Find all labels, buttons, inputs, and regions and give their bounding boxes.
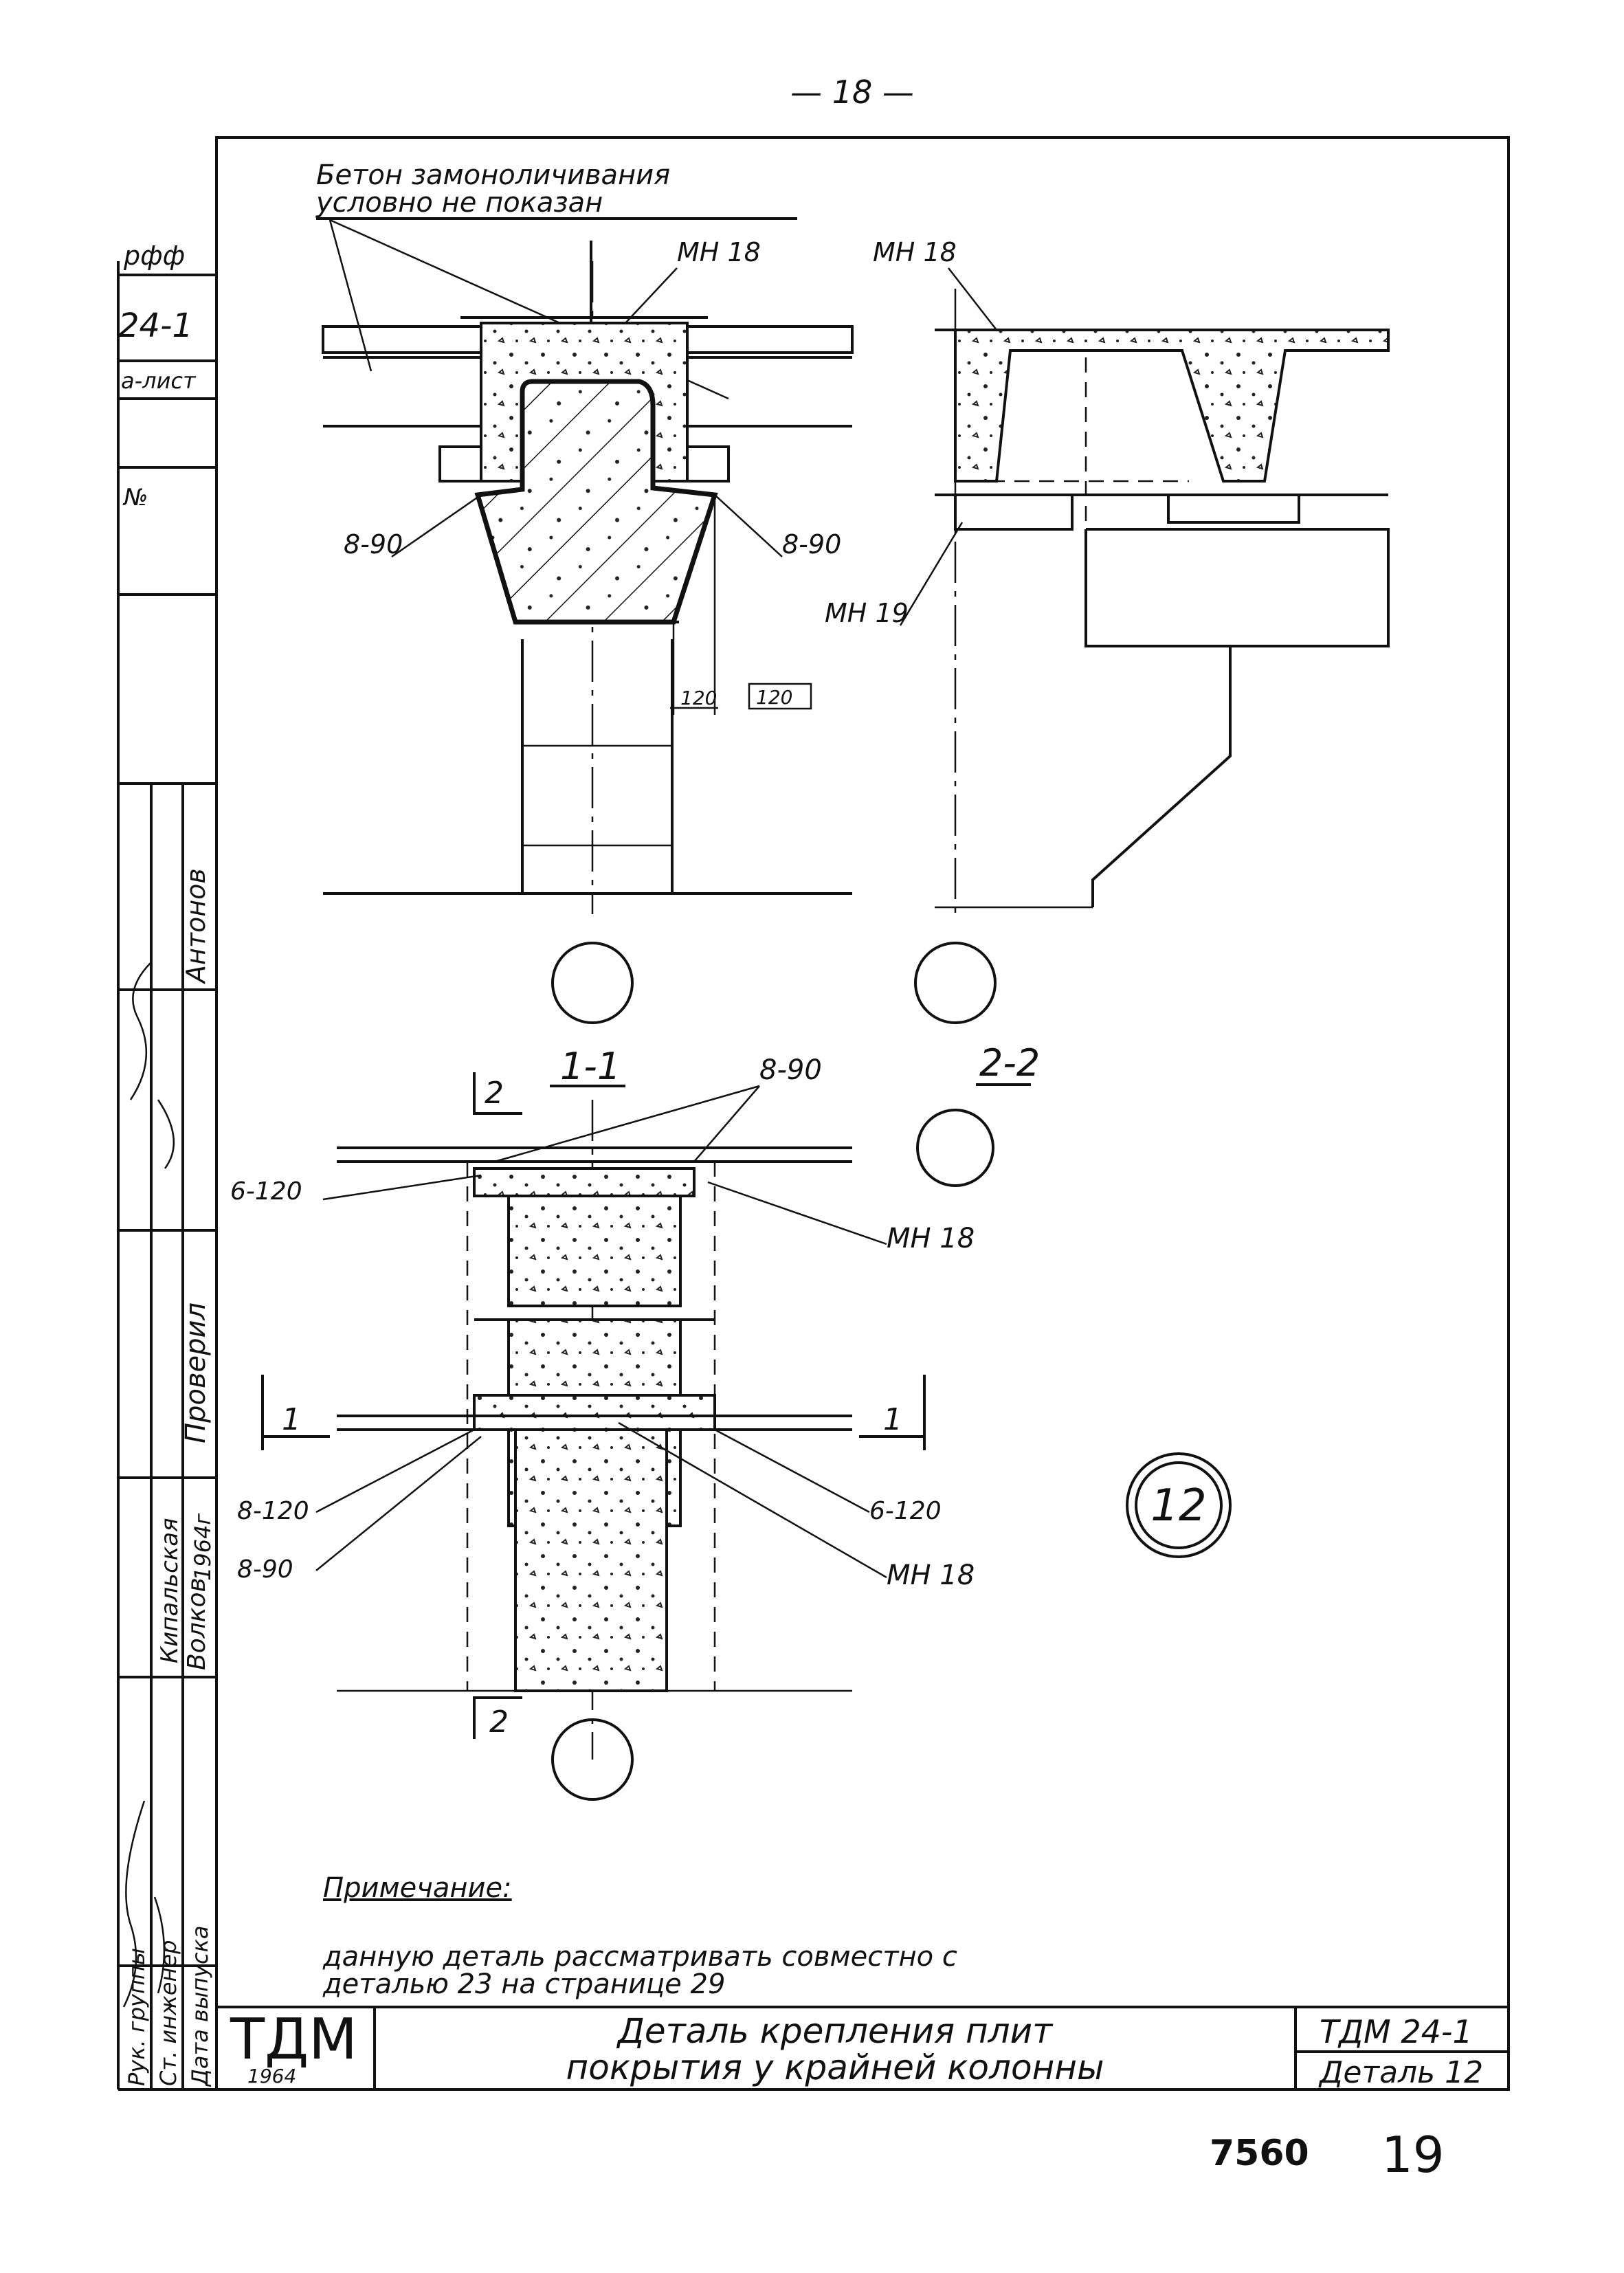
label-8-90-right: 8-90 — [782, 529, 841, 559]
axis-marker-2-2 — [914, 942, 997, 1024]
margin-cell-3: а-лист — [121, 368, 197, 394]
axis-marker-plan-bottom — [551, 1718, 634, 1801]
title-block: ТДМ 1964 Деталь крепления плит покрытия … — [216, 2006, 1509, 2090]
margin-name-volkov: Волков — [183, 1577, 211, 1670]
detail-number-circle — [1126, 1452, 1232, 1558]
note-line2: деталью 23 на странице 29 — [322, 1969, 725, 2000]
top-note-line2: условно не показан — [315, 187, 603, 219]
margin-cell-4: № — [122, 484, 148, 511]
plan-view: 2 2 1 1 8-90 6-120 МН 18 8-120 8-90 6-12… — [230, 1054, 1232, 1801]
label-mn19: МН 19 — [825, 598, 909, 628]
left-margin-table: рфф 24-1 а-лист № Антонов Проверил Кипал… — [118, 241, 216, 2089]
section-label-2-2: 2-2 — [979, 1041, 1040, 1085]
margin-name-kipalskaya: Кипальская — [156, 1518, 183, 1663]
stamp-number: 7560 — [1210, 2133, 1309, 2174]
section-2-2: МН 18 МН 19 2-2 — [825, 237, 1390, 1086]
note-heading: Примечание: — [323, 1872, 512, 1904]
margin-role-date: Дата выпуска — [187, 1925, 213, 2087]
margin-name-antonov: Антонов — [181, 868, 211, 985]
plan-label-mn18-bottom: МН 18 — [887, 1560, 975, 1591]
plan-label-6-120-right: 6-120 — [869, 1497, 942, 1525]
section-1-1: МН 18 8-90 8-90 120 120 1-1 — [322, 237, 854, 1088]
cut-2-bottom: 2 — [489, 1705, 509, 1740]
margin-checked: Проверил — [180, 1302, 212, 1443]
detail-number: 12 — [1150, 1481, 1206, 1531]
margin-year: 1964г — [190, 1514, 216, 1581]
cut-2-top: 2 — [485, 1076, 504, 1111]
top-note-line1: Бетон замоноличивания — [316, 159, 670, 191]
axis-marker-plan-top — [916, 1109, 994, 1187]
sheet-number: 19 — [1381, 2126, 1445, 2184]
plan-label-mn18-top: МН 18 — [887, 1223, 975, 1254]
title-detail: Деталь 12 — [1318, 2055, 1483, 2090]
label-8-90-left: 8-90 — [344, 529, 403, 559]
plan-label-6-120-top: 6-120 — [230, 1177, 302, 1206]
title-line1: Деталь крепления плит — [616, 2011, 1054, 2051]
title-code: ТДМ 24-1 — [1320, 2013, 1473, 2050]
label-mn18-right: МН 18 — [873, 237, 957, 267]
note-line1: данную деталь рассматривать совместно с — [322, 1941, 957, 1973]
sheet-frame — [215, 136, 1510, 2091]
plan-label-8-120: 8-120 — [237, 1497, 309, 1525]
logo-tdm: ТДМ — [230, 2007, 357, 2072]
margin-cell-1: рфф — [123, 241, 185, 271]
title-line2: покрытия у крайней колонны — [566, 2048, 1104, 2087]
plan-label-8-90-left: 8-90 — [237, 1555, 293, 1584]
margin-role-engineer: Ст. инженер — [155, 1940, 181, 2086]
margin-role-head: Рук. группы — [124, 1948, 150, 2086]
axis-marker-1-1 — [551, 942, 634, 1024]
page-number: — 18 — — [790, 74, 914, 111]
section-label-1-1: 1-1 — [560, 1045, 621, 1088]
cut-1-right: 1 — [883, 1402, 902, 1437]
margin-cell-2: 24-1 — [118, 307, 193, 345]
cut-1-left: 1 — [282, 1402, 301, 1437]
label-mn18-top: МН 18 — [677, 237, 761, 267]
dim-120-b: 120 — [756, 686, 792, 709]
plan-label-8-90: 8-90 — [759, 1054, 822, 1086]
title-year: 1964 — [247, 2065, 296, 2087]
dim-120-a: 120 — [680, 687, 717, 709]
